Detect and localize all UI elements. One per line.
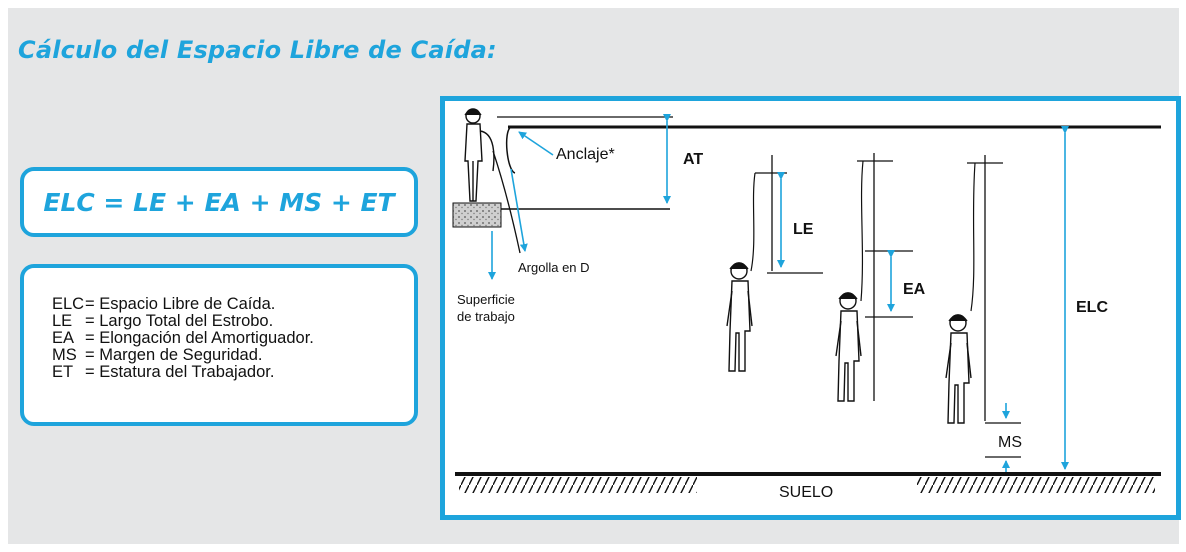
fig3-lanyard: [860, 160, 864, 302]
legend-abbr: MS: [52, 346, 77, 364]
hanging-worker-figure-ea: [835, 292, 862, 402]
lanyard-hook: [505, 126, 516, 174]
hanging-worker-figure-ms: [945, 314, 972, 424]
legend-row: ET = Estatura del Trabajador.: [52, 364, 314, 381]
elc-label: ELC: [1076, 299, 1108, 316]
ground-hatch-right: [917, 477, 1155, 493]
legend-row: MS = Margen de Seguridad.: [52, 347, 314, 364]
legend-definition: = Elongación del Amortiguador.: [85, 329, 314, 347]
suelo-label: SUELO: [779, 484, 833, 501]
legend-row: LE = Largo Total del Estrobo.: [52, 313, 314, 330]
argolla-arrow: [510, 168, 528, 252]
fig4-lanyard: [970, 162, 976, 312]
legend-definition: = Estatura del Trabajador.: [85, 363, 275, 381]
standing-worker-figure: [464, 108, 495, 202]
legend-definition: = Espacio Libre de Caída.: [85, 295, 276, 313]
ground-hatch-left: [459, 477, 697, 493]
ea-label: EA: [903, 281, 926, 298]
anclaje-label: Anclaje*: [556, 146, 615, 163]
work-surface-block: [452, 202, 502, 228]
at-label: AT: [683, 151, 703, 168]
argolla-label: Argolla en D: [518, 260, 590, 275]
legend-row: EA = Elongación del Amortiguador.: [52, 330, 314, 347]
fig2-lanyard: [750, 172, 756, 272]
formula-text: ELC = LE + EA + MS + ET: [43, 187, 395, 217]
legend-abbr: ET: [52, 363, 74, 381]
le-label: LE: [793, 221, 814, 238]
diagram-canvas: AT Anclaje* Superficie de trabajo Argoll…: [452, 108, 1161, 501]
rope-line: [492, 150, 521, 254]
legend-definition: = Largo Total del Estrobo.: [85, 312, 274, 330]
legend-row: ELC = Espacio Libre de Caída.: [52, 296, 314, 313]
legend-abbr: LE: [52, 312, 73, 330]
anclaje-arrow: [518, 131, 554, 156]
legend-abbr: EA: [52, 329, 75, 347]
legend-list: ELC = Espacio Libre de Caída. LE = Largo…: [52, 296, 314, 381]
legend-box: ELC = Espacio Libre de Caída. LE = Largo…: [20, 264, 418, 426]
hanging-worker-figure-le: [726, 262, 753, 372]
page-title: Cálculo del Espacio Libre de Caída:: [18, 36, 497, 64]
ms-label: MS: [998, 434, 1022, 451]
legend-definition: = Margen de Seguridad.: [85, 346, 263, 364]
fall-clearance-diagram: AT Anclaje* Superficie de trabajo Argoll…: [440, 96, 1181, 520]
superficie-label-line2: de trabajo: [457, 309, 515, 324]
legend-abbr: ELC: [52, 295, 85, 313]
formula-box: ELC = LE + EA + MS + ET: [20, 167, 418, 237]
superficie-label-line1: Superficie: [457, 292, 515, 307]
